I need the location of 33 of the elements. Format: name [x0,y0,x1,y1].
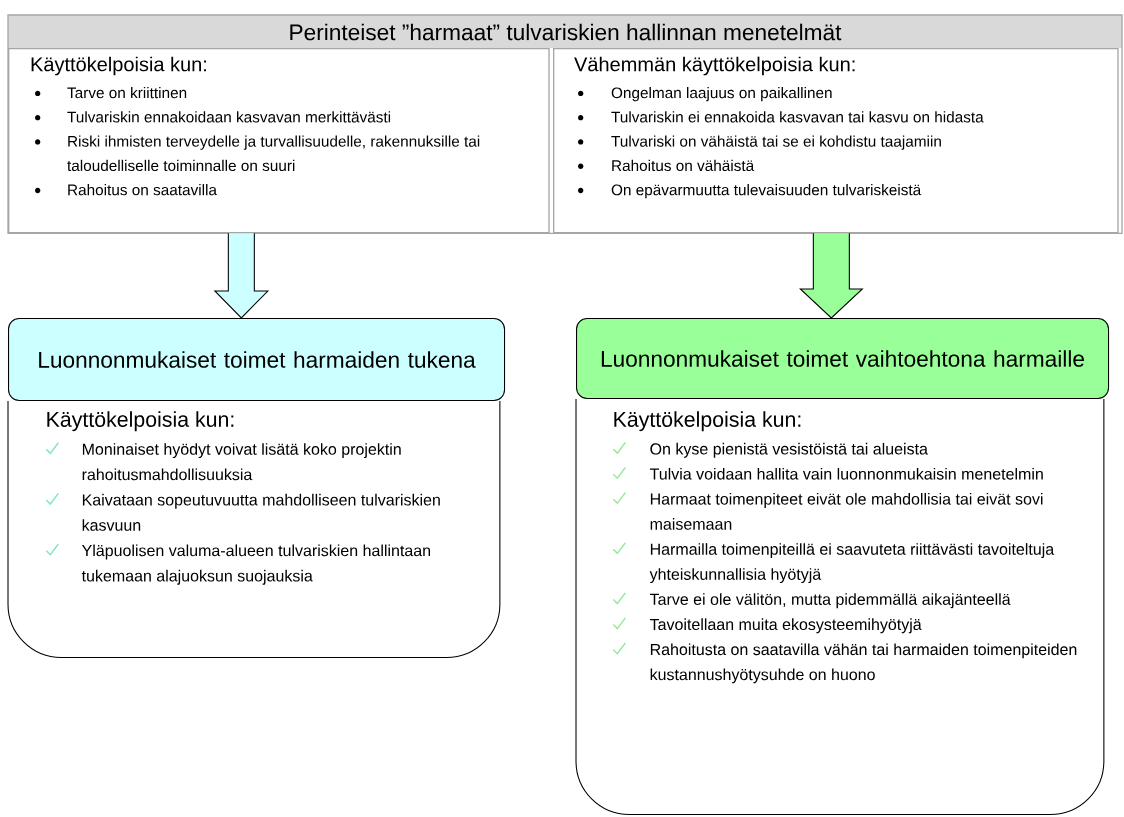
list-item: Tarve ei ole välitön, mutta pidemmällä aikajänteellä [649,593,1011,609]
table [7,14,1123,234]
list-item: Riski ihmisten terveydelle ja turvallisuudelle, rakennuksille tai taloudelliselle toiminnalle on suuri [67,135,480,172]
table-cell [553,48,1119,234]
list-item: Tulvariski on vähäistä tai se ei kohdistu taajamiin [611,135,941,150]
rounded-panel [7,400,501,659]
list-item: On kyse pienistä vesistöistä tai alueista [650,442,928,458]
list-item: Tulvia voidaan hallita vain luonnonmukaisin menetelmin [649,467,1043,480]
list-item: Tulvariskin ei ennakoida kasvavan tai kasvu on hidasta [611,111,984,123]
cell-heading: Käyttökelpoisia kun: [47,411,234,432]
cell-heading: Vähemmän käyttökelpoisia kun: [574,56,855,76]
list-item: Ongelman laajuus on paikallinen [611,87,832,102]
list-item: Harmaat toimenpiteet eivät ole mahdollisia tai eivät sovi maisemaan [650,493,1043,530]
list-item: Rahoitus on saatavilla [68,184,217,196]
header-box: Luonnonmukaiset toimet vaihtoehtona harmaille [576,318,1110,400]
list-item: Yläpuolisen valuma-alueen tulvariskien hallintaan tukemaan alajuoksun suojauksia [81,544,431,585]
list-item: Moninaiset hyödyt voivat lisätä koko projektin rahoitusmahdollisuuksia [82,443,401,481]
rounded-panel [575,398,1105,816]
table-cell [8,48,550,234]
list-item: Harmailla toimenpiteillä ei saavuteta riittävästi tavoiteltuja yhteiskunnallisia hyötyjä [649,543,1055,584]
list-item: Tavoitellaan muita ekosysteemihyötyjä [649,618,922,634]
list-item: Tarve on kriittinen [67,87,187,99]
list-item: Kaivataan sopeutuvuutta mahdolliseen tulvariskien kasvuun [82,493,440,531]
cell-heading: Käyttökelpoisia kun: [31,56,206,76]
list-item: Rahoitus on vähäistä [612,159,755,172]
cell-heading: Käyttökelpoisia kun: [614,411,801,432]
block-arrow [213,232,270,319]
block-arrow [799,232,864,319]
header-box: Luonnonmukaiset toimet harmaiden tukena [8,318,506,402]
list-item: On epävarmuutta tulevaisuuden tulvariskeistä [611,184,922,199]
list-item: Rahoitusta on saatavilla vähän tai harmaiden toimenpiteiden kustannushyötysuhde on huono [650,643,1077,684]
list-item: Tulvariskin ennakoidaan kasvavan merkittävästi [67,111,391,123]
table-title: Perinteiset ”harmaat” tulvariskien hallinnan menetelmät [290,23,842,41]
